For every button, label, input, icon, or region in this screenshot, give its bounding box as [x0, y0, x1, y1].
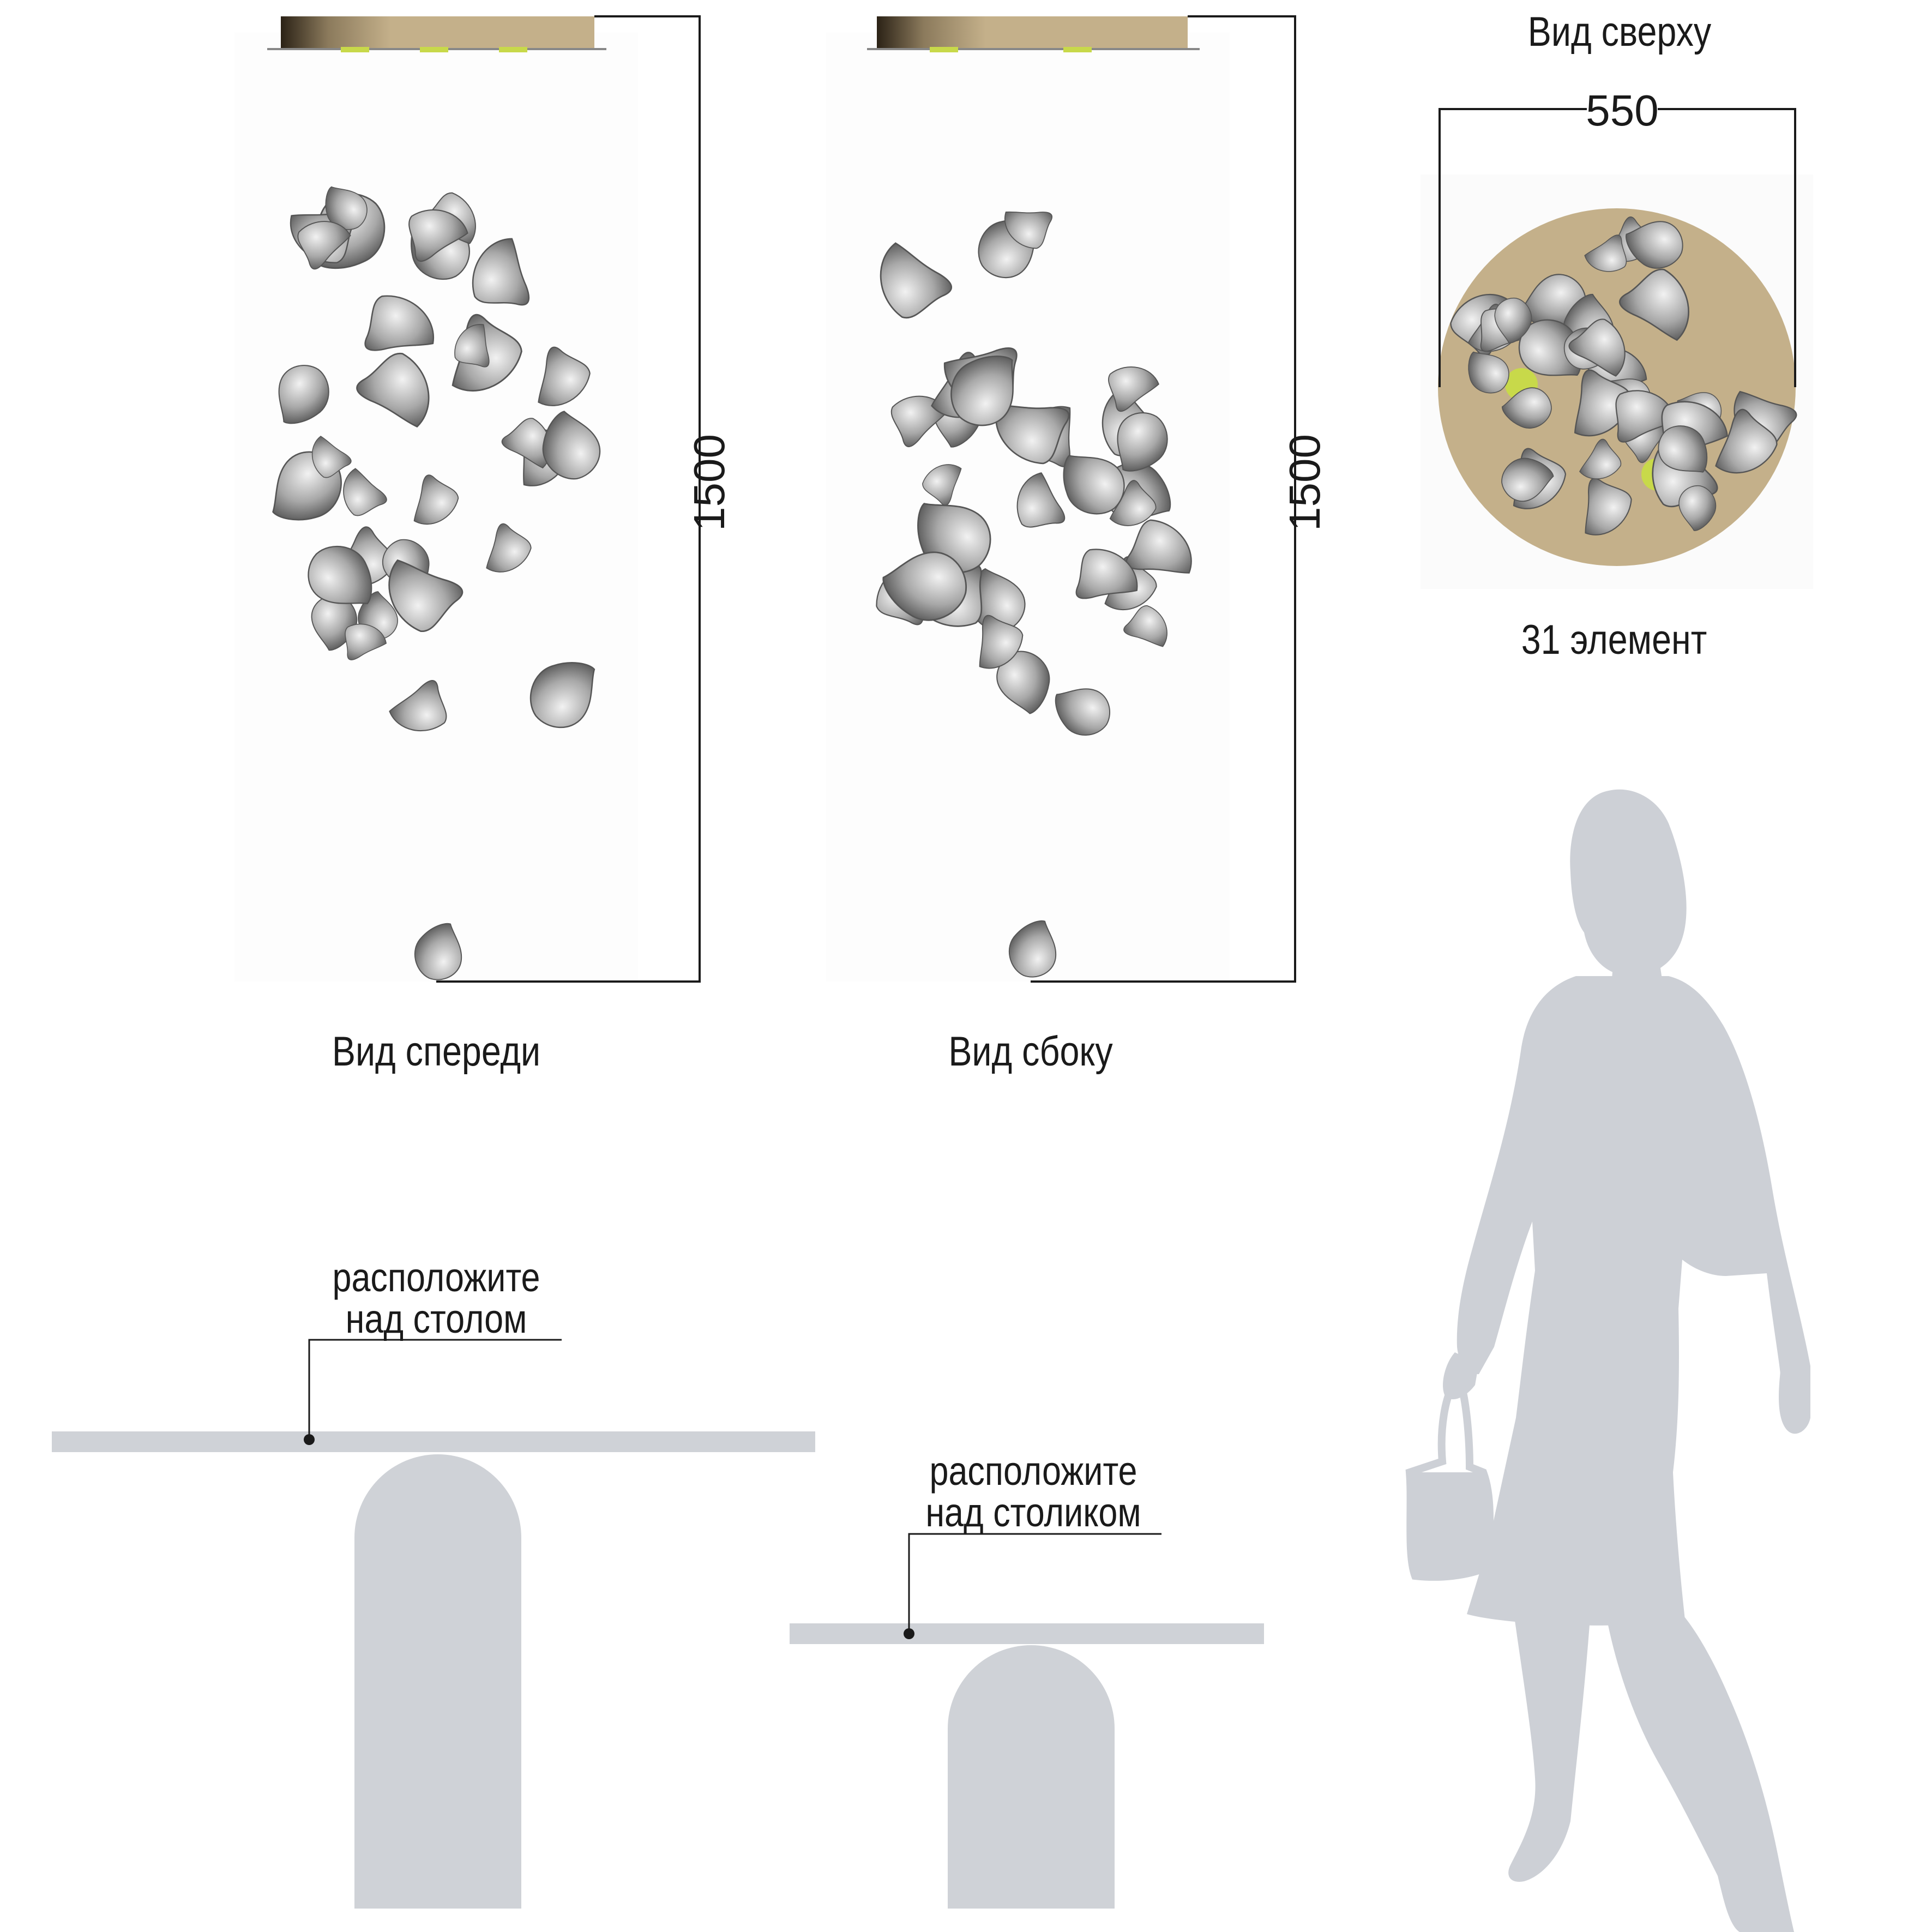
large-table-callout: расположите над столом: [311, 1257, 562, 1340]
top-view-element-count: 31 элемент: [1521, 617, 1707, 663]
small-table-top: [790, 1623, 1264, 1644]
small-table-callout-line-2: над столиком: [925, 1490, 1141, 1535]
side-view-height-value: 1500: [1280, 434, 1329, 531]
small-table-callout-line-1: расположите: [929, 1448, 1137, 1494]
side-view: 1500: [826, 15, 1329, 985]
woman-silhouette: [1405, 789, 1810, 1932]
large-table-callout-line-1: расположите: [332, 1255, 540, 1300]
large-table-callout-line-2: над столом: [345, 1296, 527, 1341]
small-table: [790, 1623, 1264, 1909]
large-table-base: [354, 1454, 521, 1909]
top-view-width-value: 550: [1586, 86, 1658, 135]
large-table-leader: [304, 1339, 562, 1445]
side-view-title: Вид сбоку: [948, 1028, 1113, 1075]
side-view-height-dimension: [1031, 15, 1296, 983]
large-table-top: [52, 1431, 815, 1452]
front-view-height-value: 1500: [685, 434, 733, 531]
front-view-height-dimension: [436, 15, 701, 983]
top-view-width-dimension: [1439, 108, 1796, 387]
side-view-canopy: [877, 16, 1188, 48]
large-table: [52, 1431, 815, 1909]
small-table-base: [948, 1645, 1115, 1909]
side-view-canopy-lights: [930, 47, 1092, 52]
small-table-callout: расположите над столиком: [908, 1450, 1159, 1533]
top-view: 550: [1421, 86, 1813, 589]
front-view-canopy-lights: [341, 47, 527, 52]
small-table-leader: [904, 1533, 1161, 1639]
front-view-canopy: [281, 16, 594, 48]
top-view-title: Вид сверху: [1527, 9, 1712, 55]
front-view-title: Вид спереди: [332, 1028, 541, 1075]
front-view: 1500: [234, 15, 733, 988]
